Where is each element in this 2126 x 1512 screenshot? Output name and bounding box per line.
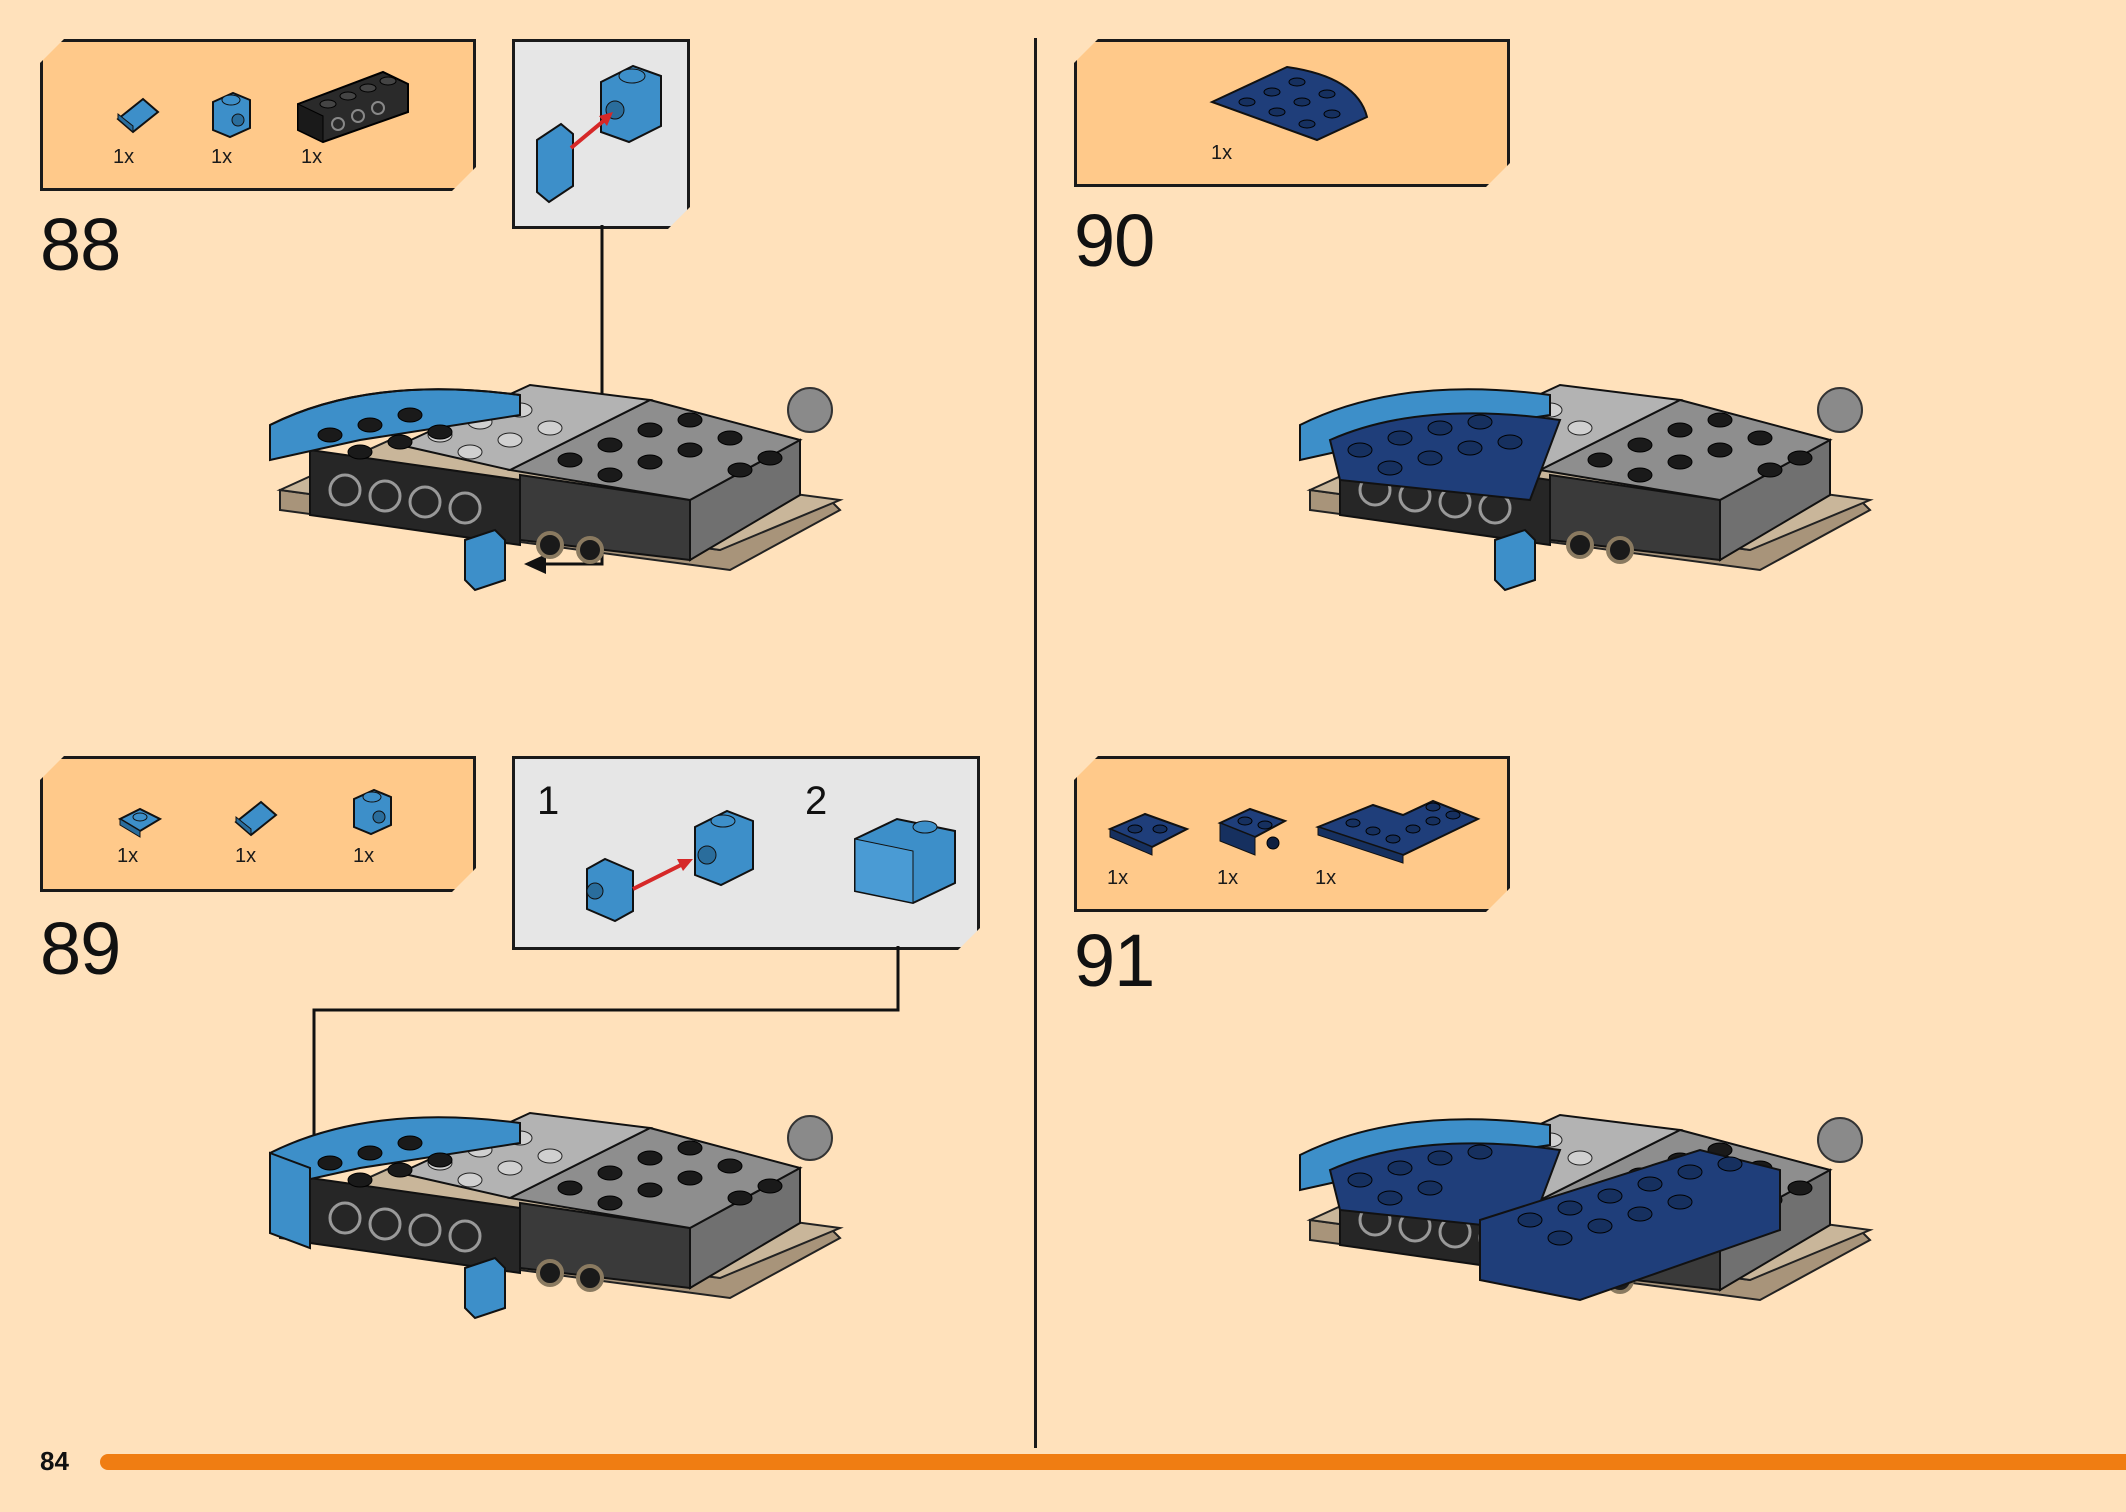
- part-qty: 1x: [113, 146, 135, 168]
- blue-bracket-brick-icon: [208, 90, 258, 140]
- part-qty: 1x: [235, 845, 257, 867]
- subassembly-callout: 1 2: [512, 756, 980, 950]
- blue-plate-icon: [115, 801, 165, 841]
- part-qty: 1x: [301, 146, 323, 168]
- model-step-88: [269, 383, 842, 592]
- step-number: 91: [1074, 919, 1155, 1002]
- part-qty: 1x: [1217, 867, 1239, 889]
- subassembly-diagram: [515, 759, 977, 947]
- dark-blue-bracket-plate-icon: [1215, 803, 1295, 859]
- blue-slope-icon: [231, 797, 281, 837]
- part-qty: 1x: [1211, 142, 1233, 164]
- part-qty: 1x: [1315, 867, 1337, 889]
- step-number: 89: [40, 907, 121, 990]
- model-step-89: [269, 1111, 842, 1320]
- parts-callout-step-91: 1x 1x 1x: [1074, 756, 1510, 912]
- subassembly-callout: [512, 39, 690, 229]
- dark-blue-plate-icon: [1105, 809, 1195, 859]
- part-qty: 1x: [1107, 867, 1129, 889]
- model-step-90: [1299, 383, 1872, 592]
- dark-blue-quarter-round-plate-icon: [1207, 62, 1377, 142]
- blue-bracket-brick-icon: [349, 787, 399, 837]
- part-qty: 1x: [117, 845, 139, 867]
- part-qty: 1x: [353, 845, 375, 867]
- substep-number: 2: [805, 779, 828, 823]
- dark-blue-corner-plate-icon: [1313, 777, 1483, 867]
- subassembly-diagram: [515, 42, 687, 226]
- step-number: 90: [1074, 199, 1155, 282]
- column-divider: [1034, 38, 1037, 1448]
- blue-slope-icon: [113, 94, 163, 134]
- part-qty: 1x: [211, 146, 233, 168]
- page-number: 84: [40, 1446, 69, 1476]
- substep-number: 1: [537, 779, 560, 823]
- parts-callout-step-88: 1x 1x 1x: [40, 39, 476, 191]
- step-number: 88: [40, 203, 121, 286]
- parts-callout-step-89: 1x 1x 1x: [40, 756, 476, 892]
- parts-callout-step-90: 1x: [1074, 39, 1510, 187]
- footer-accent-bar: [100, 1454, 2126, 1470]
- model-step-91: [1299, 1113, 1872, 1302]
- black-technic-brick-icon: [293, 64, 413, 144]
